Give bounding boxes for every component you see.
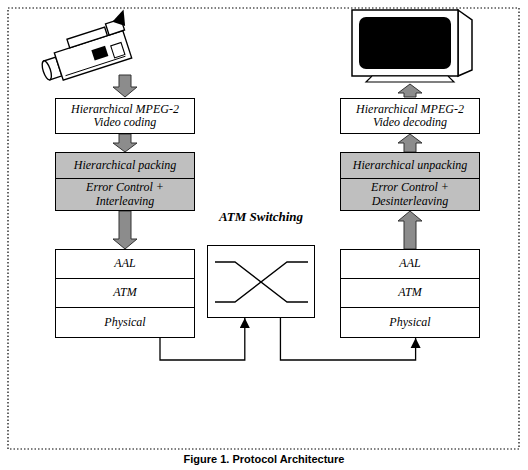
error-control-box: Error Control + Interleaving xyxy=(55,178,195,211)
flow-arrow xyxy=(113,134,137,152)
box-label: ATM xyxy=(398,286,422,299)
aal-layer: AAL xyxy=(340,249,480,279)
box-label: Error Control + Interleaving xyxy=(66,181,184,207)
switch-path xyxy=(215,262,308,302)
atm-layer: ATM xyxy=(55,278,195,308)
physical-layer: Physical xyxy=(55,307,195,338)
switch-frame xyxy=(207,245,315,318)
video-camera xyxy=(33,10,139,86)
box-label: Hierarchical MPEG-2 Video decoding xyxy=(351,103,469,129)
atm-switch: ATM Switching xyxy=(207,210,315,318)
box-label: Hierarchical unpacking xyxy=(353,159,468,172)
box-label: ATM xyxy=(113,286,137,299)
error-control-box: Error Control + Desinterleaving xyxy=(340,178,480,211)
box-label: AAL xyxy=(114,257,135,270)
monitor xyxy=(352,10,472,82)
physical-layer: Physical xyxy=(340,307,480,338)
input-arrow xyxy=(113,75,137,97)
box-label: Physical xyxy=(389,316,430,329)
flow-arrow xyxy=(398,134,422,152)
atm-layer: ATM xyxy=(340,278,480,308)
unpacking-box: Hierarchical unpacking xyxy=(340,152,480,179)
decoding-box: Hierarchical MPEG-2 Video decoding xyxy=(340,98,480,134)
box-label: Hierarchical packing xyxy=(74,159,177,172)
aal-layer: AAL xyxy=(55,249,195,279)
switch-title: ATM Switching xyxy=(219,210,303,224)
figure-border xyxy=(8,8,519,449)
box-label: Hierarchical MPEG-2 Video coding xyxy=(66,103,184,129)
box-label: AAL xyxy=(399,257,420,270)
flow-arrow xyxy=(398,211,422,249)
switch-path xyxy=(215,262,308,302)
packing-box: Hierarchical packing xyxy=(55,152,195,179)
box-label: Error Control + Desinterleaving xyxy=(351,181,469,207)
switch-cross xyxy=(208,246,314,317)
flow-arrow xyxy=(113,211,137,249)
box-label: Physical xyxy=(104,316,145,329)
coding-box: Hierarchical MPEG-2 Video coding xyxy=(55,98,195,134)
output-arrow xyxy=(398,84,422,97)
figure-caption: Figure 1. Protocol Architecture xyxy=(0,453,528,465)
